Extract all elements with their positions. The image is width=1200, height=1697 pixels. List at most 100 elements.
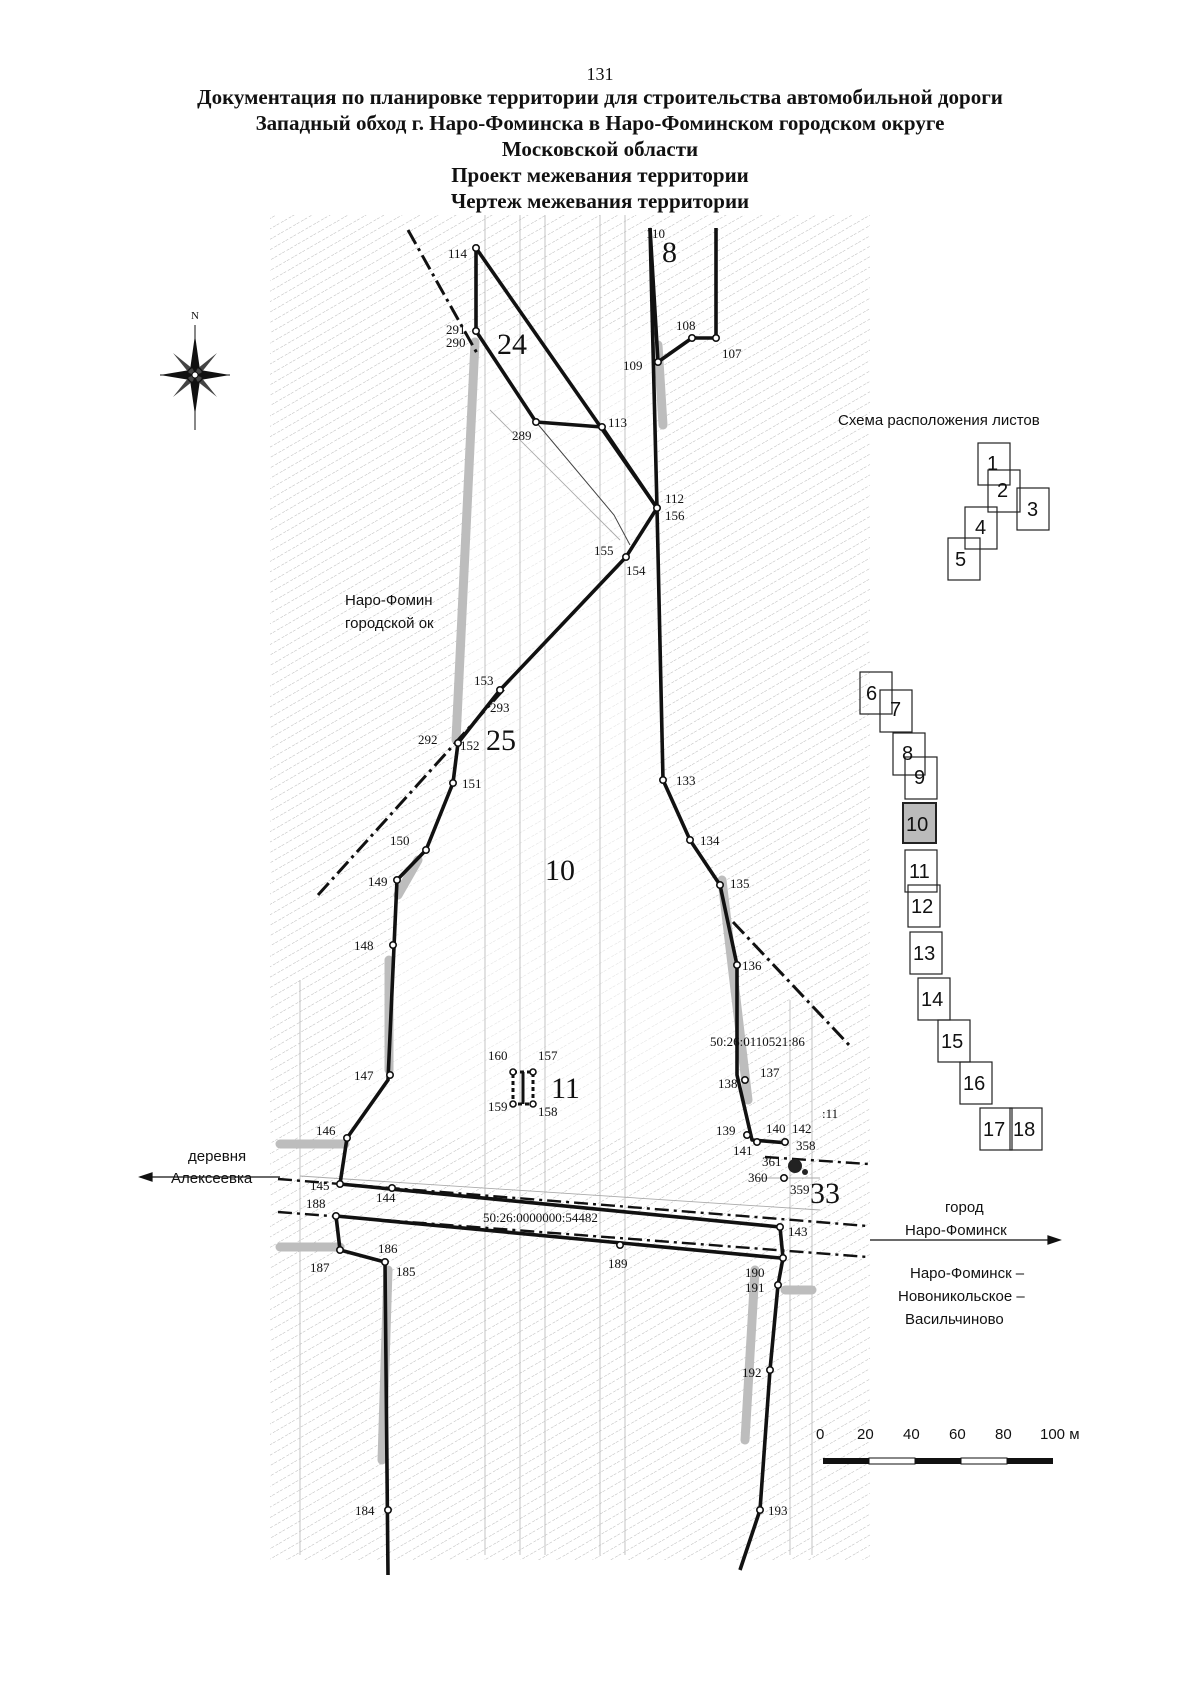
terrain-hatch [270,215,870,1560]
sheet-number: 16 [963,1073,985,1095]
point-label: 150 [390,833,410,848]
point-label: 358 [796,1138,816,1153]
sheet-number: 2 [997,480,1008,502]
cadastral-number: 50:26:0110521:86 [710,1034,805,1049]
point-label: 113 [608,415,627,430]
point-label: 157 [538,1048,558,1063]
arrow-left-icon [138,1172,153,1182]
point-label: 143 [788,1224,808,1239]
header-line-3: Московской области [501,137,699,161]
point-label: 145 [310,1178,330,1193]
point-label: 134 [700,833,720,848]
sheet-number: 5 [955,549,966,571]
point-label: 291 [446,322,466,337]
point-label: 156 [665,508,685,523]
point-label: 137 [760,1065,780,1080]
point-label: 159 [488,1099,508,1114]
point-label: 186 [378,1241,398,1256]
city-label: Наро-Фоминск [905,1222,1007,1239]
sheet-number-current: 10 [906,814,928,836]
point-label: 289 [512,428,532,443]
point-label: 110 [646,226,665,241]
header-line-2: Западный обход г. Наро-Фоминска в Наро-Ф… [255,111,945,135]
point-label: 188 [306,1196,326,1211]
point-labels: 110 114 291 290 108 107 109 289 113 112 … [306,226,816,1518]
parcel-number-25: 25 [486,724,516,757]
point-label: 191 [745,1280,765,1295]
point-label: 139 [716,1123,736,1138]
point-label: 133 [676,773,696,788]
point-label: 293 [490,700,510,715]
sheet-number: 3 [1027,499,1038,521]
point-label: 154 [626,563,646,578]
parcel-number-33: 33 [810,1177,840,1210]
sheet-number: 14 [921,989,943,1011]
point-label: 146 [316,1123,336,1138]
sheet-number: 13 [913,943,935,965]
scale-tick: 60 [949,1426,966,1443]
parcel-numbers: 8 24 25 10 11 33 [486,236,840,1210]
road-label: Наро-Фоминск – [910,1265,1025,1282]
point-label: 185 [396,1264,416,1279]
compass-rose-icon: N [160,310,230,430]
sheet-number: 8 [902,743,913,765]
point-label: 292 [418,732,438,747]
point-label: 151 [462,776,482,791]
point-label: 158 [538,1104,558,1119]
sheet-number: 12 [911,896,933,918]
survey-points [331,244,789,1515]
point-label: 144 [376,1190,396,1205]
point-label: 147 [354,1068,374,1083]
parcel-number-10: 10 [545,854,575,887]
point-label: 360 [748,1170,768,1185]
scale-tick: 80 [995,1426,1012,1443]
sheet-number: 9 [914,767,925,789]
place-labels: Наро-Фомин городской ок деревня Алексеев… [171,592,1025,1328]
sheet-number: 4 [975,517,986,539]
arrow-right-icon [1047,1235,1062,1245]
point-label: 108 [676,318,696,333]
scale-tick: 20 [857,1426,874,1443]
header-line-5: Чертеж межевания территории [450,189,750,213]
point-label: 149 [368,874,388,889]
point-label: 155 [594,543,614,558]
point-label: 142 [792,1121,812,1136]
scale-tick: 40 [903,1426,920,1443]
point-label: 152 [460,738,480,753]
sheet-number: 11 [909,861,930,883]
point-label: 140 [766,1121,786,1136]
header-line-1: Документация по планировке территории дл… [197,85,1003,109]
sheet-number: 7 [890,699,901,721]
scale-bar: 0 20 40 60 80 100 м [816,1426,1080,1465]
point-label: 290 [446,335,466,350]
village-label: деревня [188,1148,246,1165]
point-label: 193 [768,1503,788,1518]
point-label: 359 [790,1182,810,1197]
scale-tick: 100 м [1040,1426,1080,1443]
point-label: 136 [742,958,762,973]
sheet-number: 15 [941,1031,963,1053]
point-label: 141 [733,1143,753,1158]
point-label: 189 [608,1256,628,1271]
parcel-number-24: 24 [497,328,527,361]
point-label: 109 [623,358,643,373]
scheme-title: Схема расположения листов [838,412,1040,429]
village-label: Алексеевка [171,1170,253,1187]
parcel-number-11: 11 [551,1072,580,1105]
road-label: Васильчиново [905,1311,1004,1328]
parcel-11-outline [511,1070,535,1106]
point-label: 361 [762,1154,782,1169]
cadastral-number: :11 [822,1106,838,1121]
city-label: город [945,1199,984,1216]
page-number: 131 [586,64,614,84]
point-label: 187 [310,1260,330,1275]
point-label: 107 [722,346,742,361]
point-label: 192 [742,1365,762,1380]
parcel-33-cluster [788,1159,808,1175]
road-centerlines [277,1155,869,1259]
sheet-scheme [859,442,1050,1151]
sheet-number: 17 [983,1119,1005,1141]
point-label: 160 [488,1048,508,1063]
point-label: 112 [665,491,684,506]
